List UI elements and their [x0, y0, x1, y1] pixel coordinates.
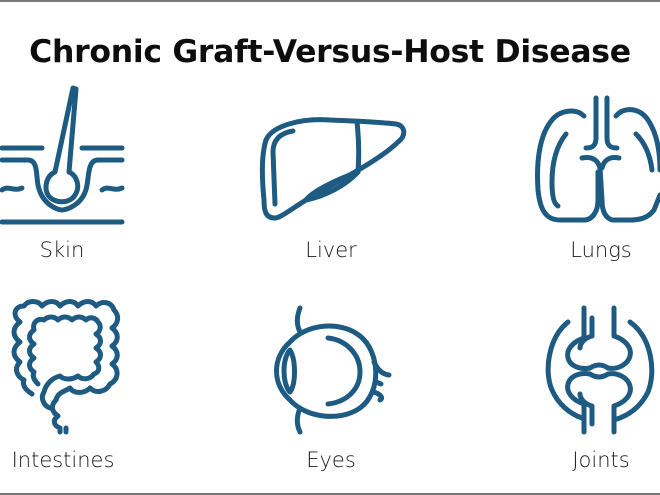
- organ-label-joints: Joints: [572, 448, 630, 472]
- organ-label-eyes: Eyes: [306, 448, 356, 472]
- organ-label-skin: Skin: [39, 238, 85, 262]
- organ-label-lungs: Lungs: [570, 238, 632, 262]
- top-border: [0, 0, 660, 2]
- organ-label-intestines: Intestines: [11, 448, 115, 472]
- bottom-border: [0, 493, 660, 495]
- page-title: Chronic Graft-Versus-Host Disease: [29, 34, 631, 70]
- organ-label-liver: Liver: [305, 238, 357, 262]
